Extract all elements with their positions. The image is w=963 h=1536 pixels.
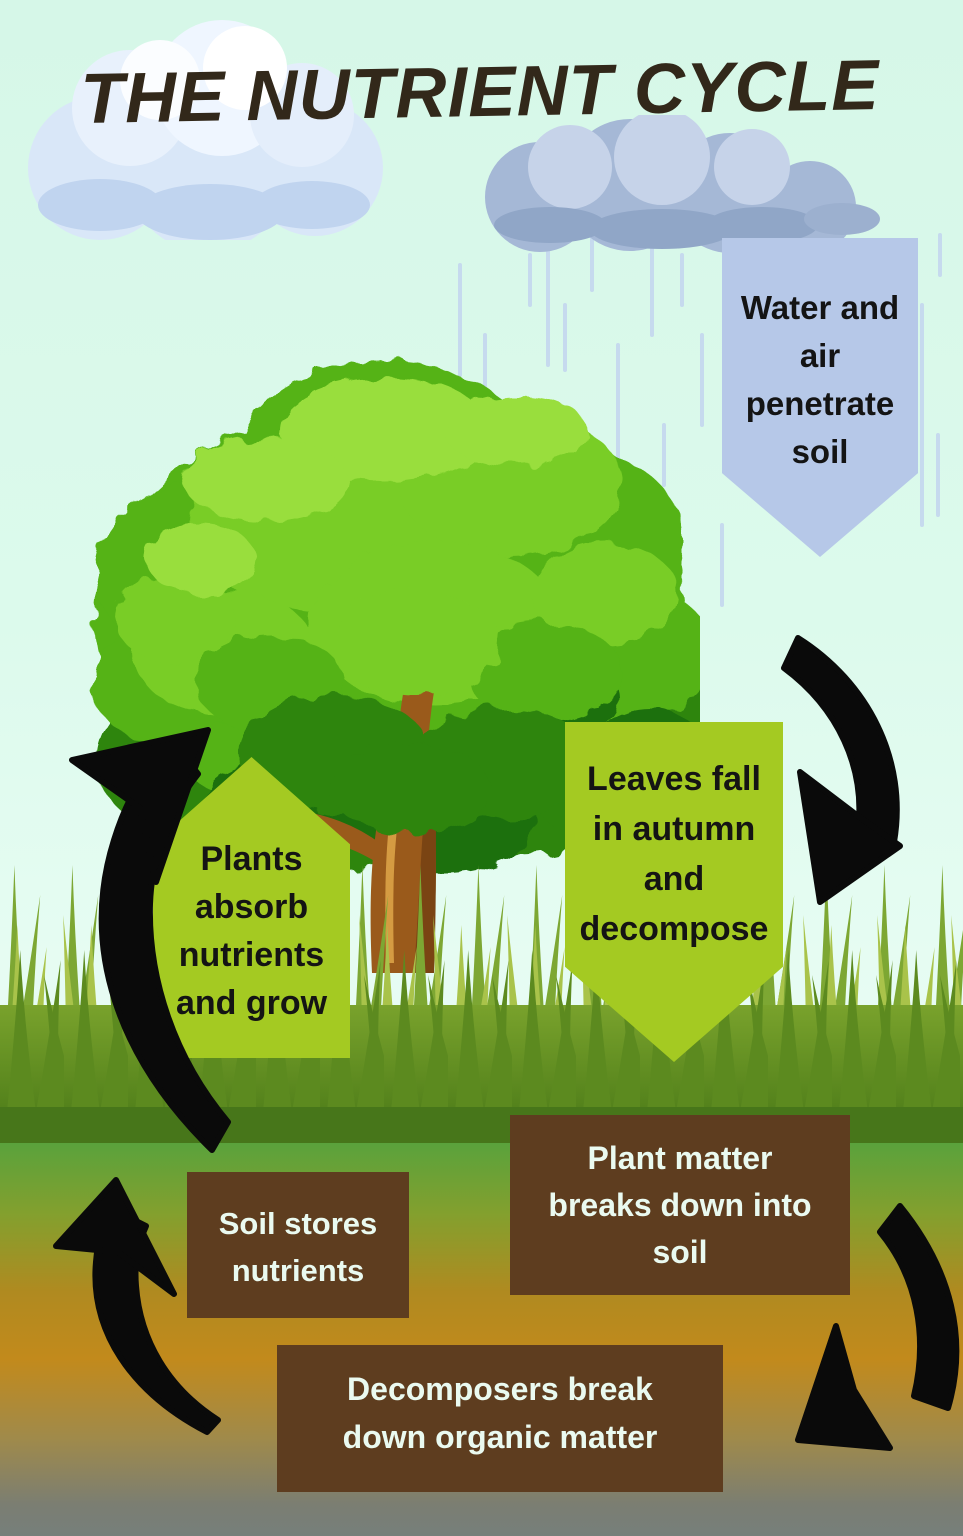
label-line: Leaves fall (587, 760, 761, 798)
label-line: and grow (175, 984, 328, 1022)
label-line: in autumn (592, 810, 756, 848)
page-title: THE NUTRIENT CYCLE (79, 46, 881, 139)
label-line: air (799, 337, 841, 374)
label-line: soil (791, 433, 849, 470)
label-line: decompose (579, 910, 769, 948)
label-decomposers-break-down: Decomposers break down organic matter (277, 1345, 723, 1492)
label-line: Plant matter (587, 1140, 773, 1176)
grass-band (0, 855, 963, 1143)
label-line: down organic matter (342, 1419, 658, 1455)
label-line: breaks down into (548, 1187, 812, 1223)
label-soil-stores-nutrients: Soil stores nutrients (187, 1172, 409, 1318)
label-line: absorb (194, 888, 309, 926)
label-line: penetrate (745, 385, 895, 422)
label-line: nutrients (231, 1253, 365, 1288)
label-line: and (643, 860, 705, 898)
label-line: nutrients (178, 936, 325, 974)
rain-cloud-icon (458, 115, 942, 717)
tree-foliage-front (195, 591, 623, 833)
white-cloud-icon (28, 20, 383, 240)
label-plant-matter-breaks-down: Plant matter breaks down into soil (510, 1115, 850, 1295)
label-line: Decomposers break (347, 1371, 653, 1407)
label-line: Water and (740, 289, 900, 326)
storm-cloud (485, 115, 880, 253)
label-line: Soil stores (218, 1206, 378, 1241)
label-line: soil (652, 1234, 708, 1270)
label-line: Plants (200, 840, 303, 878)
